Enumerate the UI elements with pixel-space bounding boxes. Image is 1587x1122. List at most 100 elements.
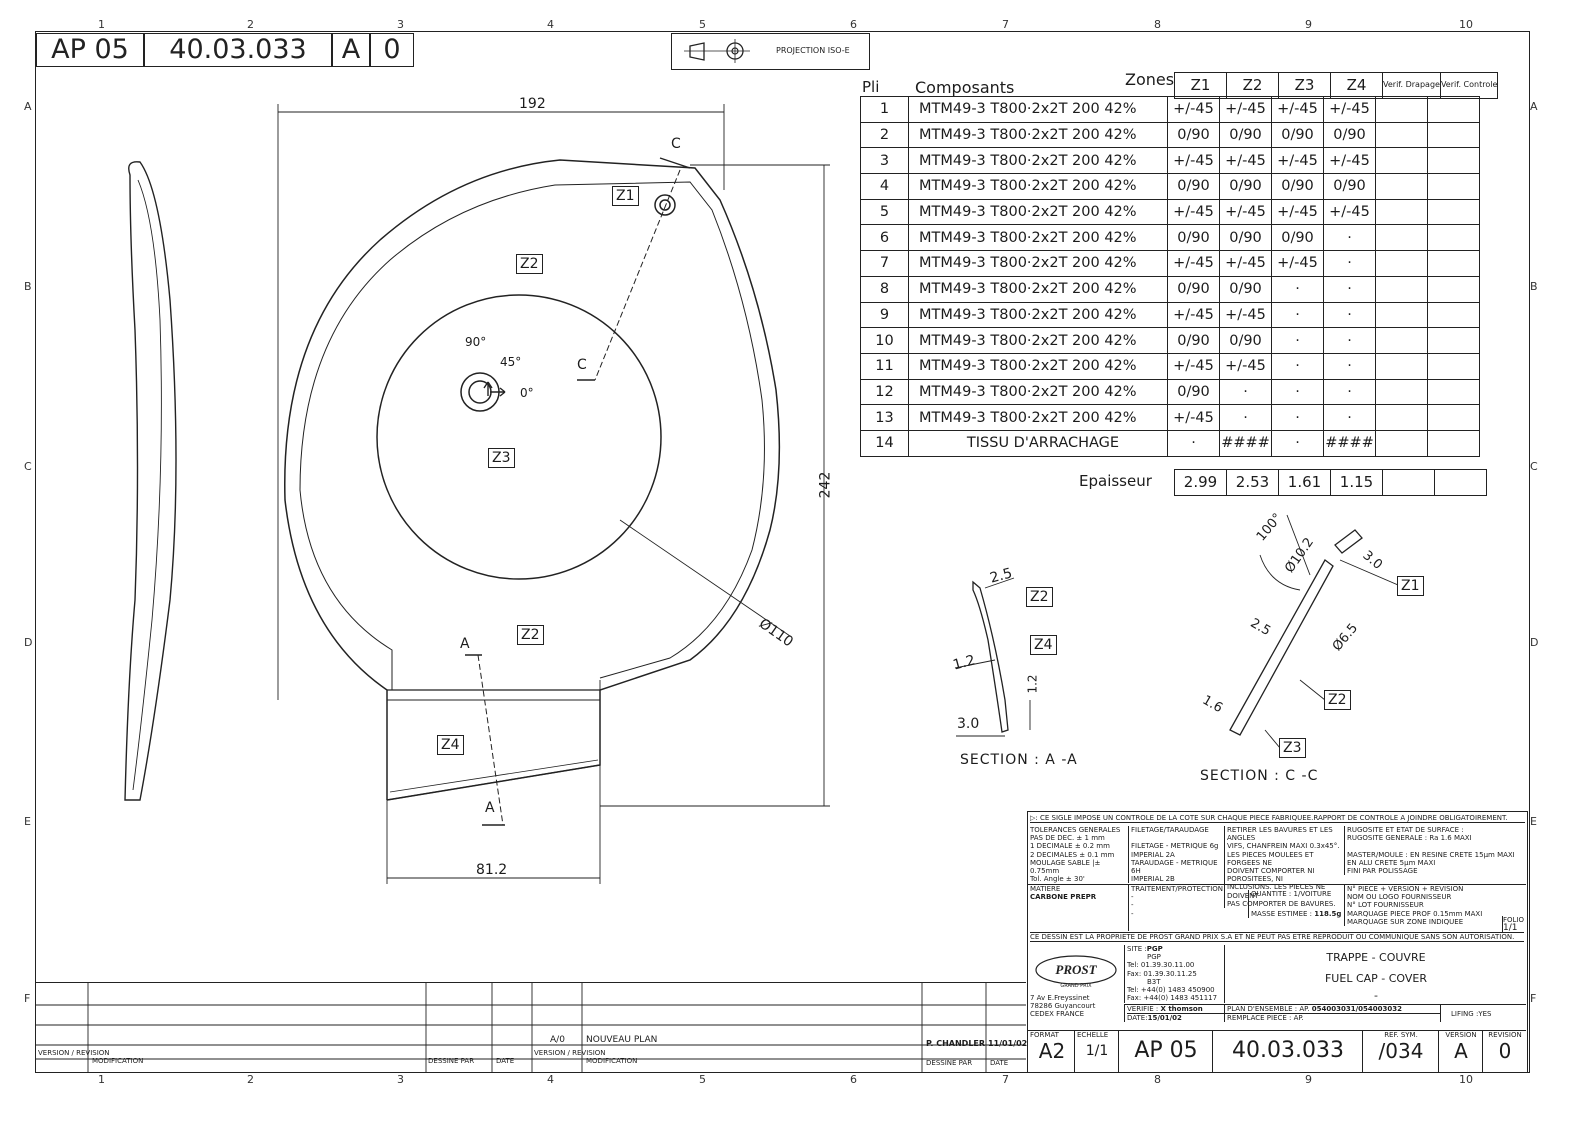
- ply-verif-controle: [1427, 352, 1480, 380]
- ply-orientation-z3: ·: [1271, 378, 1324, 406]
- ply-orientation-z2: +/-45: [1219, 250, 1272, 277]
- grid-column-number: 8: [1154, 1073, 1161, 1086]
- matiere: MATIERE CARBONE PREPR: [1030, 885, 1097, 902]
- part-outline: [284, 159, 781, 801]
- rev-entry-date: 11/01/02: [988, 1039, 1028, 1048]
- ply-orientation-z2: +/-45: [1219, 96, 1272, 123]
- num-a: AP 05: [1118, 1031, 1213, 1073]
- ply-orientation-z3: 0/90: [1271, 224, 1324, 252]
- ply-verif-drapage: [1375, 301, 1428, 329]
- rev-h-mod-2: MODIFICATION: [586, 1057, 638, 1065]
- ply-orientation-z2: ·: [1219, 378, 1272, 406]
- ply-number: 9: [860, 301, 909, 329]
- grid-row-letter: F: [1530, 992, 1537, 1005]
- zone-label-z1: Z1: [612, 186, 639, 206]
- ply-component: MTM49-3 T800·2x2T 200 42%: [908, 198, 1168, 226]
- rev-entry-modification: NOUVEAU PLAN: [586, 1035, 658, 1045]
- ply-orientation-z2: ####: [1219, 429, 1272, 457]
- rev-h-dessine-1: DESSINE PAR: [428, 1057, 475, 1065]
- ply-verif-drapage: [1375, 404, 1428, 431]
- header-code-a: AP 05: [36, 33, 144, 67]
- header-code-b: 40.03.033: [144, 33, 332, 67]
- grid-row-letter: F: [24, 992, 31, 1005]
- ply-orientation-z1: +/-45: [1167, 96, 1220, 123]
- thickness-z2: 2.53: [1226, 469, 1279, 496]
- address: 7 Av E.Freyssinet 78286 Guyancourt CEDEX…: [1030, 994, 1096, 1019]
- grid-column-number: 4: [547, 18, 554, 31]
- ply-col-zones: Zones: [1125, 70, 1175, 89]
- header-version: A: [332, 33, 370, 67]
- ply-orientation-z3: 0/90: [1271, 121, 1324, 149]
- section-cc-title: SECTION : C -C: [1200, 768, 1319, 784]
- rev-entry-dessine: P. CHANDLER: [926, 1039, 986, 1048]
- ply-number: 1: [860, 96, 909, 123]
- zone-label-z4: Z4: [437, 735, 464, 755]
- ply-orientation-z4: ·: [1323, 378, 1376, 406]
- grid-column-number: 10: [1459, 1073, 1473, 1086]
- ply-component: MTM49-3 T800·2x2T 200 42%: [908, 327, 1168, 354]
- ply-orientation-z3: 0/90: [1271, 173, 1324, 200]
- ply-verif-controle: [1427, 327, 1480, 354]
- tolerances: TOLERANCES GENERALES PAS DE DEC. ± 1 mm …: [1030, 826, 1121, 884]
- ply-component: MTM49-3 T800·2x2T 200 42%: [908, 404, 1168, 431]
- ply-col-pli: Pli: [862, 78, 880, 96]
- ply-component: TISSU D'ARRACHAGE: [908, 429, 1168, 457]
- aa-zone-z4: Z4: [1030, 635, 1057, 655]
- zone-label-z2-lower: Z2: [517, 625, 544, 645]
- ply-component: MTM49-3 T800·2x2T 200 42%: [908, 96, 1168, 123]
- drawing-frame: [35, 31, 1530, 1073]
- ply-verif-controle: [1427, 198, 1480, 226]
- ply-orientation-z4: ·: [1323, 224, 1376, 252]
- ply-verif-controle: [1427, 96, 1480, 123]
- rugosite: RUGOSITE ET ETAT DE SURFACE : RUGOSITE G…: [1344, 826, 1529, 876]
- section-a-top: A: [460, 636, 470, 652]
- format: FORMAT A2: [1030, 1031, 1066, 1064]
- ply-orientation-z2: +/-45: [1219, 352, 1272, 380]
- section-aa-drawing: [954, 577, 1031, 737]
- angle-45: 45°: [500, 355, 522, 369]
- ply-orientation-z3: ·: [1271, 275, 1324, 303]
- section-lines: [477, 169, 681, 826]
- aa-zone-z2: Z2: [1026, 587, 1053, 607]
- thickness-row: 2.99 2.53 1.61 1.15: [1174, 469, 1487, 496]
- verifie: VERIFIE : X thomson DATE:15/01/02: [1124, 1004, 1227, 1023]
- svg-text:GRAND PRIX: GRAND PRIX: [1060, 983, 1092, 989]
- ply-verif-drapage: [1375, 250, 1428, 277]
- aa-dim-30: 3.0: [957, 716, 980, 732]
- verif-drapage-header: Verif. Drapage: [1382, 72, 1441, 99]
- ply-verif-controle: [1427, 404, 1480, 431]
- title-block: ▷: CE SIGLE IMPOSE UN CONTROLE DE LA COT…: [1027, 811, 1528, 1073]
- grid-column-number: 5: [699, 1073, 706, 1086]
- ply-verif-controle: [1427, 275, 1480, 303]
- ply-orientation-z1: 0/90: [1167, 378, 1220, 406]
- ply-component: MTM49-3 T800·2x2T 200 42%: [908, 250, 1168, 277]
- ply-orientation-z1: +/-45: [1167, 301, 1220, 329]
- marquage: N° PIECE + VERSION + REVISION NOM OU LOG…: [1344, 885, 1505, 927]
- ply-component: MTM49-3 T800·2x2T 200 42%: [908, 352, 1168, 380]
- section-arrows: [465, 157, 691, 826]
- grid-column-number: 3: [397, 1073, 404, 1086]
- site: SITE :PGP PGP Tel: 01.39.30.11.00 Fax: 0…: [1124, 945, 1223, 1003]
- zone-header-z1: Z1: [1174, 72, 1227, 99]
- ply-component: MTM49-3 T800·2x2T 200 42%: [908, 275, 1168, 303]
- rev-h-date-1: DATE: [496, 1057, 515, 1065]
- ply-verif-drapage: [1375, 198, 1428, 226]
- ply-orientation-z1: +/-45: [1167, 147, 1220, 175]
- grid-column-number: 9: [1305, 18, 1312, 31]
- grid-column-number: 2: [247, 1073, 254, 1086]
- aa-dim-12b: 1.2: [1025, 674, 1040, 694]
- ply-orientation-z4: ·: [1323, 404, 1376, 431]
- grid-column-number: 4: [547, 1073, 554, 1086]
- zone-header-z3: Z3: [1278, 72, 1331, 99]
- grid-column-number: 8: [1154, 18, 1161, 31]
- grid-row-letter: A: [1530, 100, 1538, 113]
- control-mark-icon: ▷: [1030, 814, 1036, 822]
- revision-grid: [36, 983, 1026, 1073]
- angle-90: 90°: [465, 335, 487, 349]
- echelle: ECHELLE 1/1: [1074, 1031, 1119, 1073]
- ply-orientation-z3: ·: [1271, 352, 1324, 380]
